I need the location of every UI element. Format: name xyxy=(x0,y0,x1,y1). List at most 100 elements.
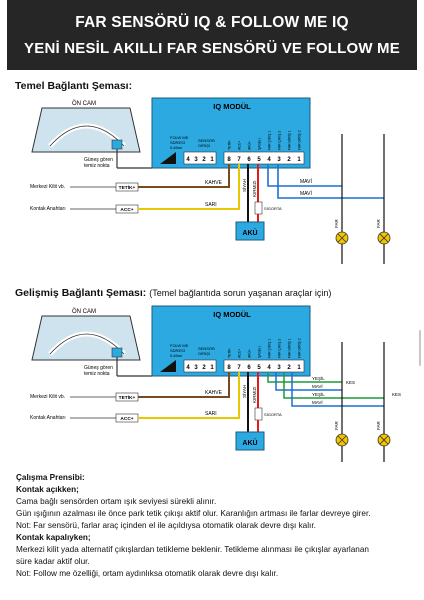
central-lock-label: Merkezi Kilit vb. xyxy=(30,394,65,400)
output-pin-number: 8 xyxy=(227,157,231,163)
fuse xyxy=(254,201,263,215)
windshield-label: ÖN CAM xyxy=(72,308,96,315)
output-pin-label: ŞASE(-) xyxy=(258,346,262,358)
output-pin-number: 7 xyxy=(237,157,241,163)
sensor-pin-number: 3 xyxy=(194,365,198,371)
black-wire-label: SİYAH xyxy=(241,179,247,192)
green-wire-label-1: YEŞİL xyxy=(312,375,325,381)
output-pin-label: FAR GİRİŞ 1 xyxy=(287,338,292,358)
advanced-title-text: Gelişmiş Bağlantı Şeması: xyxy=(15,287,147,299)
trigger-box-label: TETİK+ xyxy=(119,394,136,401)
output-pin-number: 6 xyxy=(247,365,251,371)
follow-me-label-2: SÜRESİ xyxy=(170,348,185,353)
output-pin-label: ACC+ xyxy=(238,141,242,150)
cut-label-2: KES xyxy=(392,392,401,397)
follow-me-label-1: FOLW ME xyxy=(170,135,189,140)
follow-me-label-3: 0-60sn xyxy=(170,353,182,358)
output-pin-number: 1 xyxy=(297,365,301,371)
red-wire-label: KIRMIZI xyxy=(252,387,257,404)
trigger-input: Merkezi Kilit vb. TETİK+ Kontak Anahtarı… xyxy=(30,392,139,423)
red-wire-label: KIRMIZI xyxy=(252,181,257,198)
fuse xyxy=(254,407,263,421)
fuse-label: SİGORTA xyxy=(264,206,282,211)
output-pin-label: TETİK xyxy=(227,140,232,150)
follow-me-trimmer xyxy=(160,152,176,164)
trigger-input: Merkezi Kilit vb. TETİK+ Kontak Anahtarı… xyxy=(30,182,139,214)
output-pin-label: FAR GİRİŞ 2 xyxy=(297,130,302,150)
yellow-wire-label: SARI xyxy=(205,411,217,417)
principle-line-2: Gün ışığının azalması ile önce park teti… xyxy=(16,509,371,518)
principle-title: Çalışma Prensibi: xyxy=(16,473,85,482)
cut-label-1: KES xyxy=(346,380,355,385)
title-banner: FAR SENSÖRÜ IQ & FOLLOW ME IQ YENİ NESİL… xyxy=(7,0,417,70)
basic-wiring-diagram: ÖN CAM Güneş gören temiz nokta IQ MODÜL … xyxy=(30,97,391,264)
headlight-label-left: FAR xyxy=(334,218,339,228)
sensor-note-1: Güneş gören xyxy=(84,157,113,163)
sensor-input-label-2: GİRİŞİ xyxy=(198,143,210,148)
sensor-pin-number: 3 xyxy=(194,157,198,163)
module-title: IQ MODÜL xyxy=(213,310,251,319)
principle-line-3: Merkezi kilit yada alternatif çıkışlarda… xyxy=(16,545,369,554)
green-wire-label-2: YEŞİL xyxy=(312,391,325,397)
output-pin-label: ACC+ xyxy=(238,349,242,358)
ignition-label: Kontak Anahtarı xyxy=(30,206,66,212)
follow-me-trimmer xyxy=(160,360,176,372)
basic-title-text: Temel Bağlantı Şeması: xyxy=(15,80,133,92)
advanced-section-title: Gelişmiş Bağlantı Şeması: (Temel bağlant… xyxy=(15,287,331,299)
advanced-subtitle: (Temel bağlantıda sorun yaşanan araçlar … xyxy=(149,288,332,298)
principle-note-2: Not: Follow me özelliği, ortam aydınlıks… xyxy=(16,569,279,578)
title-line-2: YENİ NESİL AKILLI FAR SENSÖRÜ VE FOLLOW … xyxy=(24,40,400,57)
headlight-label-right: FAR xyxy=(376,420,381,430)
light-sensor: Güneş gören temiz nokta xyxy=(84,139,152,169)
headlight-label-left: FAR xyxy=(334,420,339,430)
blue-wire-label-2: MAVİ xyxy=(312,399,323,405)
sensor-input-label-1: SENSÖR xyxy=(198,138,215,143)
sensor-pin-number: 4 xyxy=(186,157,190,163)
output-pin-number: 1 xyxy=(297,157,301,163)
output-pin-number: 6 xyxy=(247,157,251,163)
sensor-note-2: temiz nokta xyxy=(84,163,110,169)
output-pin-label: FAR ÇIKIŞ 2 xyxy=(278,131,282,150)
basic-section-title: Temel Bağlantı Şeması: xyxy=(15,80,132,92)
acc-box-label: ACC+ xyxy=(120,416,133,422)
yellow-wire-label: SARI xyxy=(205,202,217,208)
battery: AKÜ xyxy=(235,221,265,241)
sensor-pin-number: 1 xyxy=(210,365,214,371)
output-pin-label: FAR ÇIKIŞ 1 xyxy=(268,131,272,150)
brown-wire-label: KAHVE xyxy=(205,390,223,396)
battery-label: AKÜ xyxy=(242,438,257,447)
output-pin-label: FAR GİRİŞ 2 xyxy=(297,338,302,358)
output-pin-number: 3 xyxy=(277,365,281,371)
operating-principle: Çalışma Prensibi: Kontak açıkken; Cama b… xyxy=(16,472,416,580)
headlight-right: FAR xyxy=(376,134,391,264)
follow-me-label-3: 0-60sn xyxy=(170,145,182,150)
output-pin-label: AKÜ+ xyxy=(248,141,252,150)
blue-wire-label-1: MAVİ xyxy=(312,383,323,389)
headlight-left: FAR xyxy=(334,134,349,264)
output-pin-number: 2 xyxy=(287,365,291,371)
principle-line-1: Cama bağlı sensörden ortam ışık seviyesi… xyxy=(16,497,217,506)
output-pin-label: TETİK xyxy=(227,348,232,358)
output-pin-number: 4 xyxy=(267,365,271,371)
output-pin-number: 8 xyxy=(227,365,231,371)
follow-me-label-2: SÜRESİ xyxy=(170,140,185,145)
title-line-1: FAR SENSÖRÜ IQ & FOLLOW ME IQ xyxy=(75,14,349,31)
sensor-pin-number: 1 xyxy=(210,157,214,163)
central-lock-label: Merkezi Kilit vb. xyxy=(30,184,65,190)
headlight-right: FAR xyxy=(376,342,391,462)
scroll-indicator[interactable] xyxy=(419,330,421,366)
ignition-on-heading: Kontak açıkken; xyxy=(16,485,79,494)
output-pin-label: FAR GİRİŞ 1 xyxy=(287,130,292,150)
light-sensor: Güneş gören temiz nokta xyxy=(84,347,152,377)
output-pin-number: 7 xyxy=(237,365,241,371)
sensor-pin-number: 2 xyxy=(202,365,206,371)
windshield-label: ÖN CAM xyxy=(72,100,96,107)
wires: KAHVE SARI SİYAH KIRMIZI SİGORTA YEŞİL M… xyxy=(138,372,401,432)
output-pin-label: FAR ÇIKIŞ 2 xyxy=(278,339,282,358)
battery: AKÜ xyxy=(235,431,265,451)
output-pin-number: 5 xyxy=(257,157,261,163)
fuse-label: SİGORTA xyxy=(264,412,282,417)
blue-wire-label-2: MAVİ xyxy=(300,190,312,197)
black-wire-label: SİYAH xyxy=(241,385,247,398)
